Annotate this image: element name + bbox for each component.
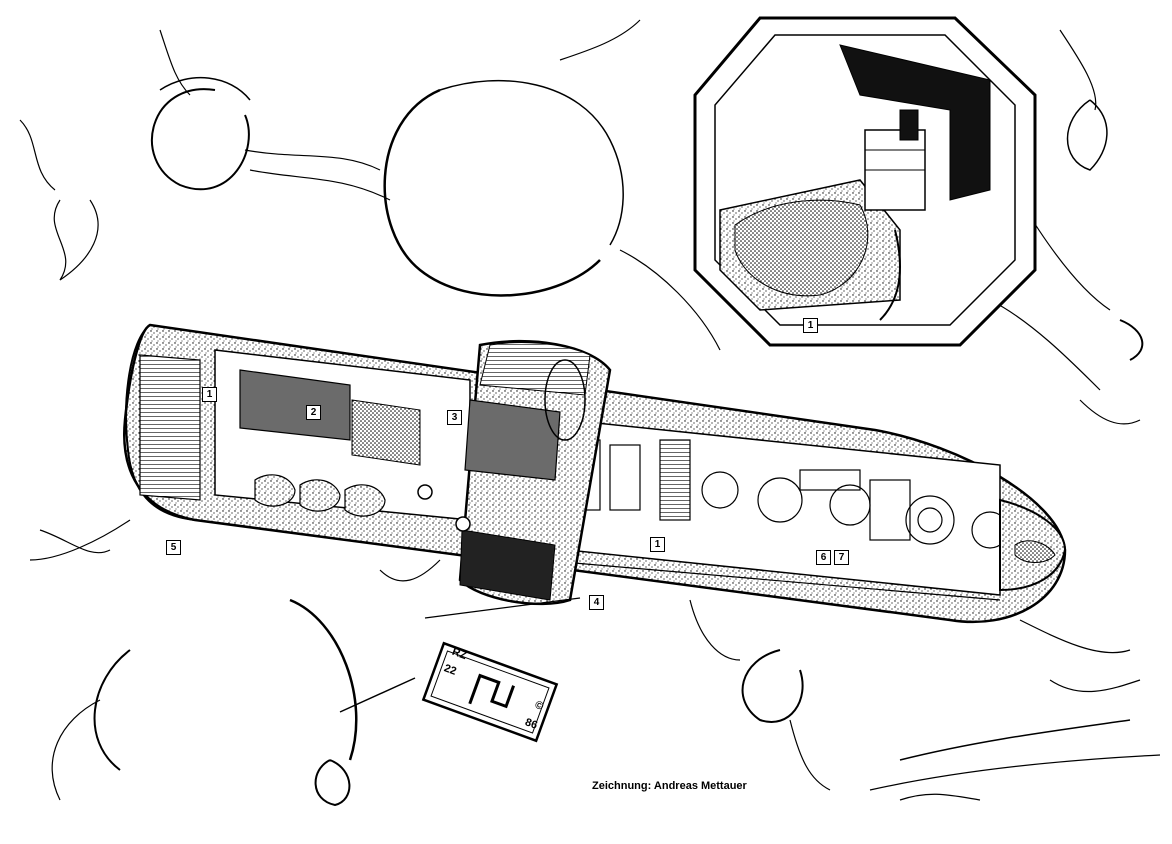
callout-inset-1: 1: [803, 318, 818, 333]
planet-lower-left-arc: [289, 598, 358, 761]
wall-panel-shaded: [239, 369, 351, 441]
callout-5: 5: [166, 540, 181, 555]
small-moon: [314, 759, 351, 807]
background-planets: [93, 77, 1161, 807]
station-hull: [123, 323, 1067, 624]
rotating-ring: [417, 339, 612, 606]
callout-1: 1: [202, 387, 217, 402]
planet-top-left-arc: [151, 88, 250, 191]
illustrator-credit: Zeichnung: Andreas Mettauer: [592, 780, 747, 792]
callout-4-leader: [424, 597, 581, 619]
callout-4: 4: [589, 595, 604, 610]
planet-lower-center: [741, 649, 804, 723]
callout-mid-1: 1: [650, 537, 665, 552]
callout-6: 6: [816, 550, 831, 565]
planet-top-center-arc: [383, 88, 601, 297]
emblem-leader-line: [339, 677, 416, 713]
callout-7: 7: [834, 550, 849, 565]
callout-2: 2: [306, 405, 321, 420]
callout-3: 3: [447, 410, 462, 425]
octagon-inset-detail: [693, 16, 1037, 347]
nebula-wisps: [19, 19, 1141, 801]
emblem-plate: [421, 641, 559, 743]
